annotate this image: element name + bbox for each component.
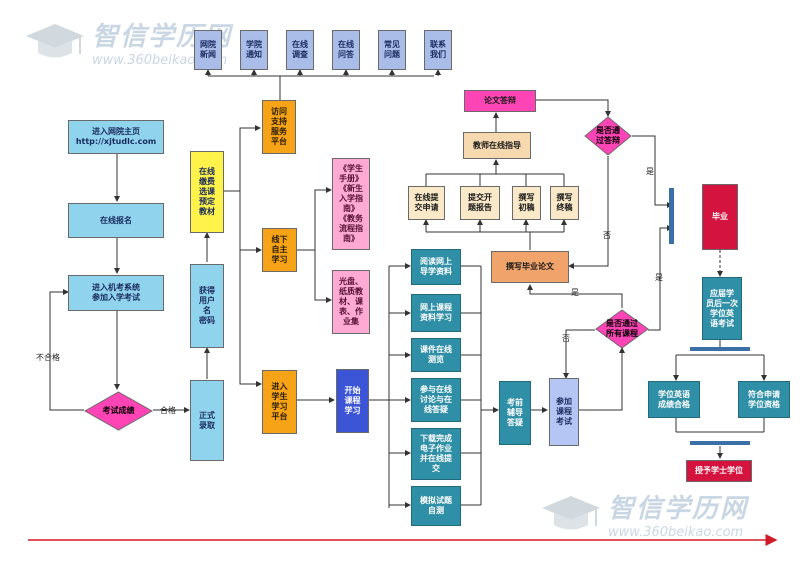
watermark-bottom: 智信学历网 www.360beikao.com [540,488,748,540]
watermark-top: 智信学历网 www.360beikao.com [24,16,232,68]
node-start-study[interactable]: 开始 课程 学习 [336,369,369,433]
node-discussion[interactable]: 参与在线 讨论与在 线答疑 [411,378,461,422]
node-enter-study-platform[interactable]: 进入 学生 学习 平台 [262,370,297,434]
edge-label-pass: 合格 [160,406,176,415]
decision-exam-result-label: 考试成绩 [102,406,135,415]
node-support-notice[interactable]: 学院 通知 [240,30,268,70]
node-get-account[interactable]: 获得 用户 名 密码 [190,264,224,348]
node-enter-exam[interactable]: 进入机考系统 参加入学考试 [68,275,164,311]
node-support-faq[interactable]: 常见 问题 [378,30,406,70]
node-support-survey[interactable]: 在线 调查 [286,30,314,70]
node-read-guide[interactable]: 阅读网上 导学资料 [411,249,461,285]
edge-label-yes-defense: 是 [646,167,654,176]
node-english-exam[interactable]: 应届学 员后一次 学位英 语考试 [702,277,742,340]
edge-label-no-defense: 否 [603,231,611,240]
decision-pass-all[interactable]: 是否通过 所有课程 [595,309,649,349]
node-online-signup[interactable]: 在线报名 [68,203,164,238]
edge-label-no-retake: 否 [562,334,570,343]
node-write-draft[interactable]: 撰写 初稿 [512,186,541,220]
node-formal-admission[interactable]: 正式 录取 [190,380,224,461]
edge-label-yes-graduate: 是 [655,273,663,282]
node-online-payment[interactable]: 在线 缴费 选课 预定 教材 [190,151,224,233]
node-online-test[interactable]: 课件在线 测览 [411,338,461,372]
node-write-thesis[interactable]: 撰写毕业论文 [491,251,569,283]
decision-pass-defense-label: 是否通 过答辩 [596,126,620,145]
watermark-logo-text: 智信学历网 [608,494,749,524]
node-cd-materials[interactable]: 光盘、 纸质教 材、课 表、作 业集 [332,270,370,334]
node-offline-study[interactable]: 线下 自主 学习 [262,228,297,272]
node-apply-topic[interactable]: 在线提 交申请 [408,186,445,220]
node-homepage[interactable]: 进入网院主页 http://xjtudlc.com [68,120,164,154]
node-visit-support[interactable]: 访问 支持 服务 平台 [262,100,296,154]
node-pre-exam[interactable]: 考前 辅导 答疑 [499,381,531,445]
node-mock-exam[interactable]: 模拟试题 自测 [411,486,461,526]
decision-pass-defense[interactable]: 是否通 过答辩 [584,116,632,156]
node-handbook[interactable]: 《学生 手册》 《新生 入学指 南》 《教务 流程指 南》 [332,158,370,250]
node-support-qa[interactable]: 在线 问答 [332,30,360,70]
node-teacher-guide[interactable]: 教师在线指导 [463,132,531,159]
node-meet-requirements[interactable]: 符合申请 学位资格 [738,381,790,418]
node-write-final[interactable]: 撰写 终稿 [550,186,579,220]
node-graduate[interactable]: 毕业 [702,184,738,250]
watermark-url: www.360beikao.com [92,53,228,68]
edge-label-fail: 不合格 [36,353,60,362]
node-grant-degree[interactable]: 授予学士学位 [686,460,752,482]
node-courseware[interactable]: 网上课程 资料学习 [411,294,461,332]
node-submit-report[interactable]: 提交开 题报告 [460,186,500,220]
watermark-url: www.360beikao.com [608,525,744,540]
decision-pass-all-label: 是否通过 所有课程 [606,319,638,338]
node-english-pass[interactable]: 学位英语 成绩合格 [648,381,700,418]
edge-label-yes-thesis: 是 [571,288,579,297]
node-take-exam[interactable]: 参加 课程 考试 [549,378,579,446]
graduation-cap-icon [542,496,600,530]
node-support-news[interactable]: 网院 新闻 [194,30,222,70]
graduation-cap-icon [26,24,84,58]
node-support-contact[interactable]: 联系 我们 [424,30,452,70]
decision-exam-result[interactable]: 考试成绩 [84,391,153,431]
node-thesis-defense[interactable]: 论文答辩 [464,90,536,112]
node-homework[interactable]: 下载完成 电子作业 并在线提 交 [411,428,461,480]
